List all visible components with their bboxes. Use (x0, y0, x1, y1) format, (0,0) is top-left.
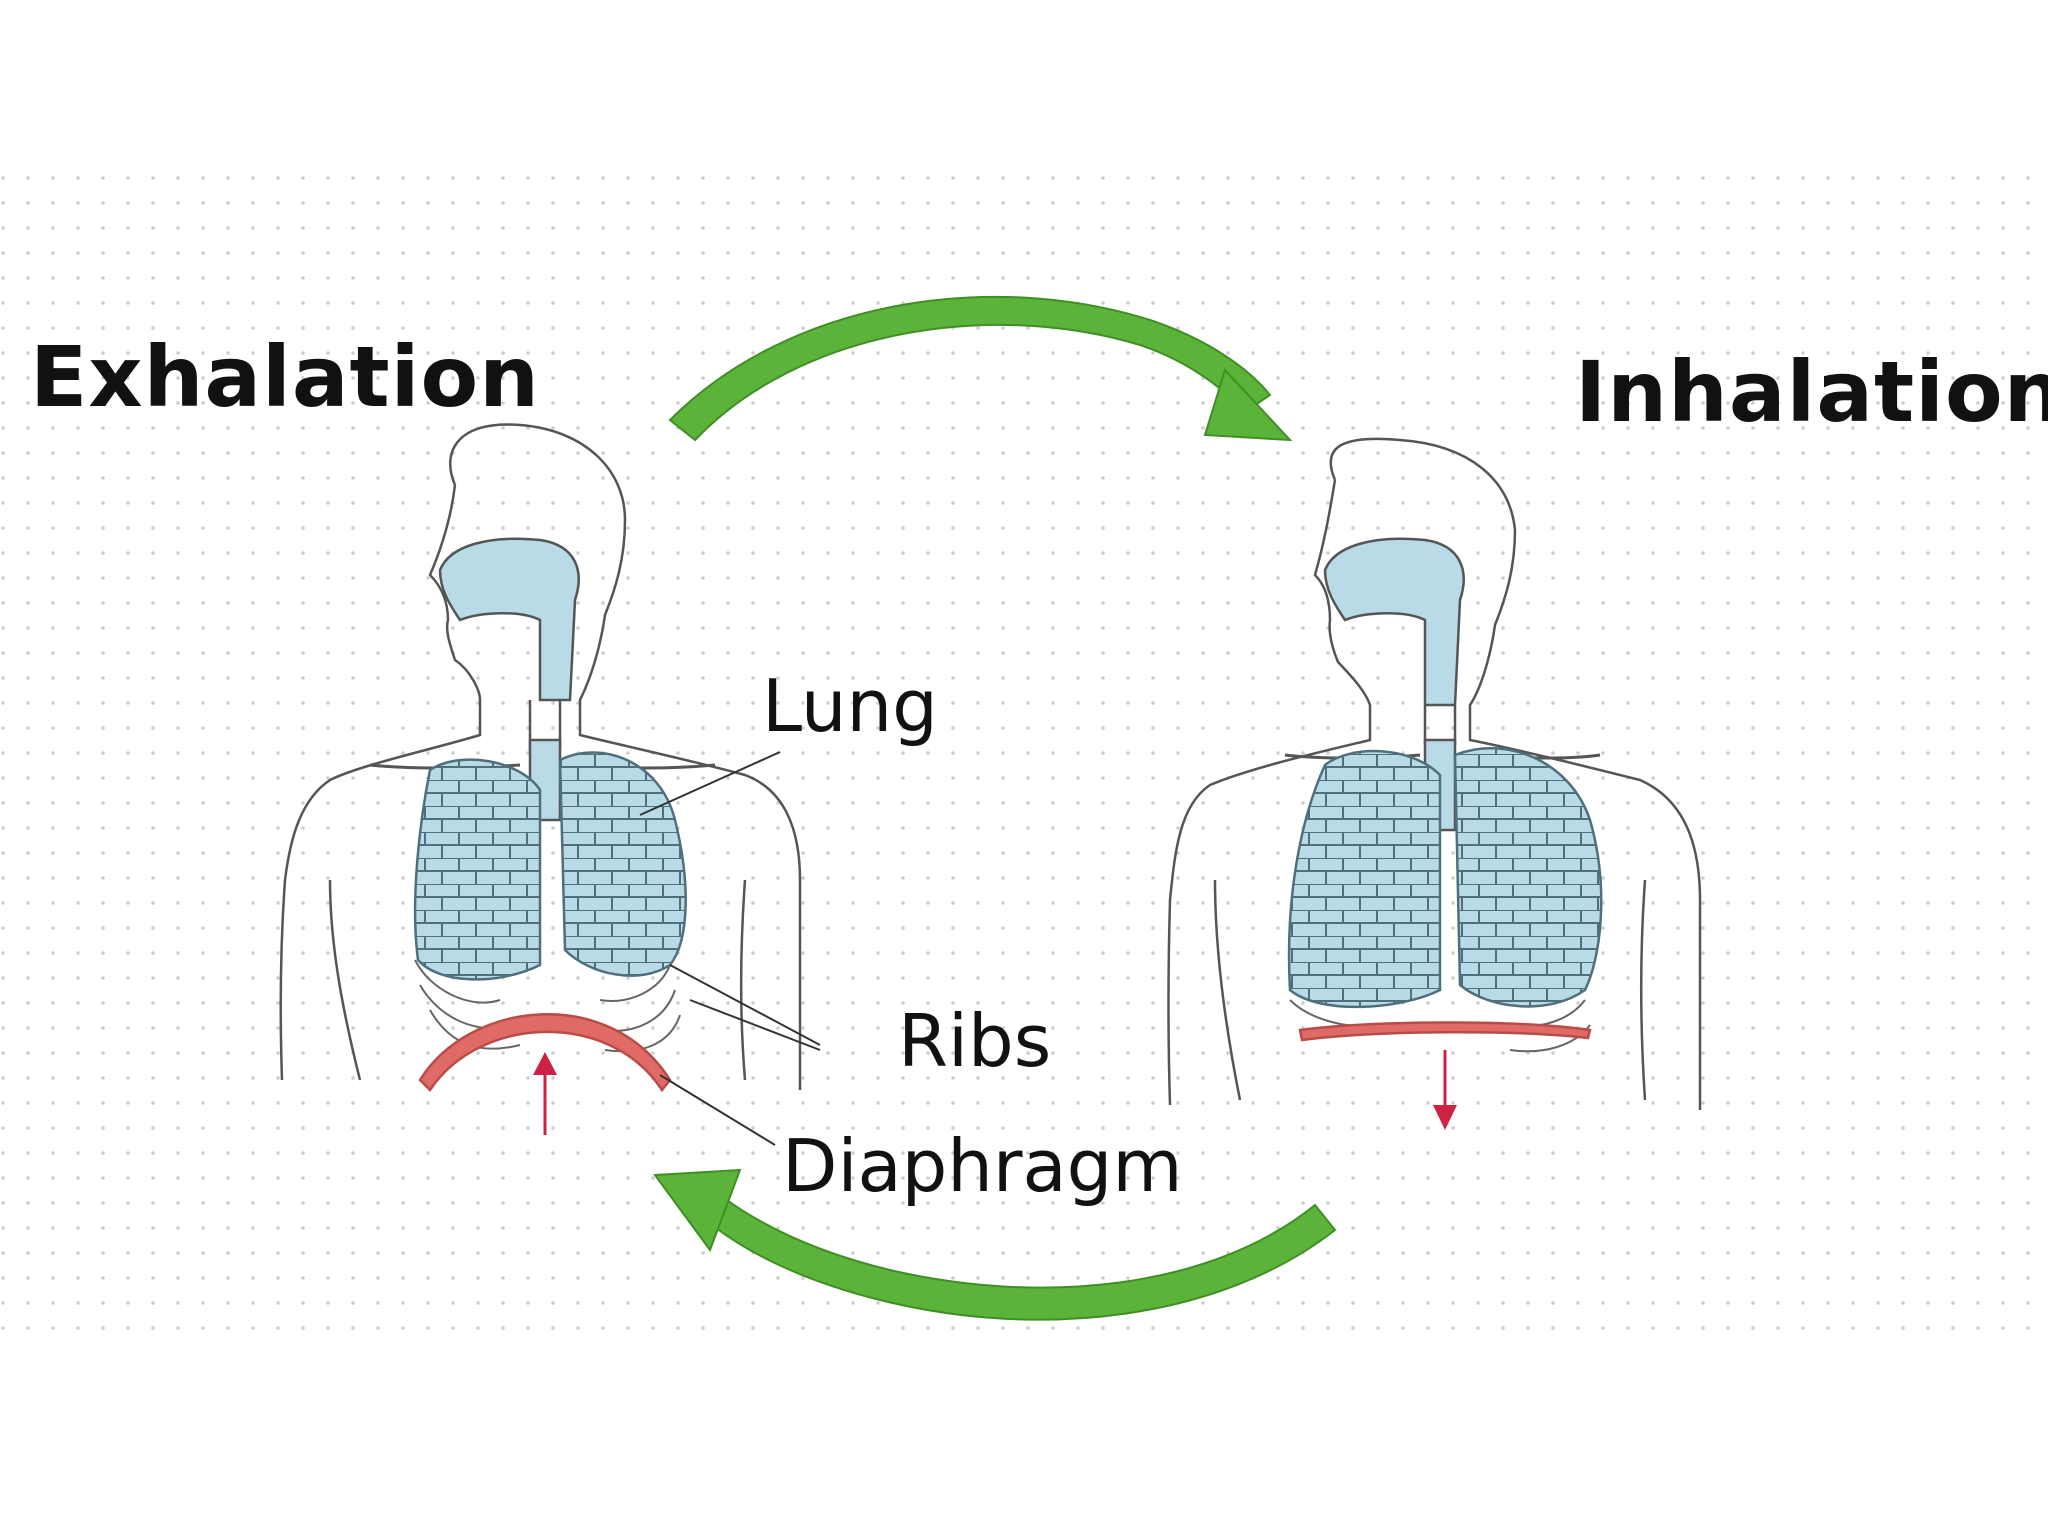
inhalation-diaphragm (1298, 1021, 1592, 1042)
lung-label: Lung (762, 664, 938, 748)
arrow-down-icon (1433, 1105, 1457, 1130)
exhalation-left-lung (413, 758, 542, 981)
inhalation-title: Inhalation (1575, 343, 2048, 441)
leader-lines (639, 751, 821, 1146)
curved-arrow-right-icon (668, 295, 1293, 442)
exhalation-diaphragm (418, 1013, 672, 1093)
curved-arrow-left-icon (653, 1168, 1337, 1321)
exhalation-airway (438, 537, 580, 702)
dotted-background (0, 160, 2048, 1340)
diaphragm-label: Diaphragm (782, 1124, 1183, 1208)
inhalation-body-right-outline (1329, 437, 1702, 1110)
exhalation-body-left-outline (279, 484, 482, 1081)
inhalation-body-left-outline (1167, 479, 1372, 1106)
ribs-label: Ribs (898, 999, 1052, 1083)
inhalation-airway (1323, 537, 1465, 707)
exhalation-title: Exhalation (30, 328, 540, 426)
inhalation-left-lung (1287, 749, 1442, 1009)
exhalation-body-right-outline (449, 423, 802, 1090)
exhalation-right-lung (558, 751, 687, 977)
inhalation-right-lung (1453, 746, 1603, 1008)
arrow-up-icon (533, 1052, 557, 1075)
